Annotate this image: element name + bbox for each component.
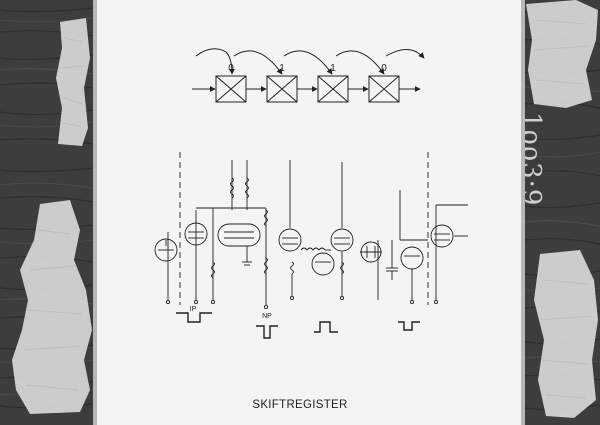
- tube-1: [154, 238, 178, 262]
- bit-label-2: 1: [279, 63, 285, 74]
- tape-strip-right-bottom: [534, 250, 598, 418]
- tape-strip-left-top: [56, 18, 90, 146]
- pulse-ip: [176, 312, 212, 323]
- shift-arc-1: [195, 48, 235, 75]
- resistor-low-1: [211, 261, 215, 279]
- tube-3-double: [217, 223, 261, 247]
- resistor-top-1: [230, 177, 234, 199]
- block-diagram: [192, 48, 425, 103]
- tube-6: [330, 228, 354, 252]
- drawing-title: SKIFTREGISTER: [252, 399, 348, 411]
- pulse-np: [256, 325, 278, 339]
- tube-9: [430, 224, 454, 248]
- shift-arc-2: [233, 50, 283, 75]
- tube-5: [311, 252, 335, 276]
- tube-2: [184, 222, 208, 246]
- shift-arc-4: [335, 50, 385, 75]
- circuit-schematic: [154, 152, 468, 310]
- bit-label-4: 0: [381, 63, 387, 74]
- shift-arc-out: [385, 49, 425, 59]
- register-cell-3: [317, 75, 349, 103]
- register-cell-1: [215, 75, 247, 103]
- bit-label-3: 1: [330, 63, 336, 74]
- pulse-waveforms: [176, 312, 420, 339]
- tube-8: [400, 246, 424, 270]
- pulse-label-np: NP: [262, 313, 272, 320]
- shift-arc-3: [283, 50, 333, 75]
- drawing-paper: [93, 0, 525, 425]
- tube-4: [278, 228, 302, 252]
- pulse-3: [314, 321, 338, 333]
- resistor-low-3: [290, 261, 294, 275]
- resistor-low-4: [340, 261, 344, 275]
- register-cell-4: [368, 75, 400, 103]
- register-cell-2: [266, 75, 298, 103]
- resistor-low-2: [264, 257, 268, 275]
- tape-strip-left-bottom: [12, 200, 92, 414]
- pulse-4: [398, 321, 420, 331]
- bit-label-1: 0: [228, 63, 234, 74]
- resistor-top-2: [245, 177, 249, 199]
- paper-edge-shadow-right: [521, 0, 525, 425]
- pulse-label-ip: IP: [190, 306, 197, 313]
- tape-strip-right-top: [526, 0, 598, 108]
- coupling-coil: [300, 247, 326, 251]
- paper-edge-shadow-left: [93, 0, 97, 425]
